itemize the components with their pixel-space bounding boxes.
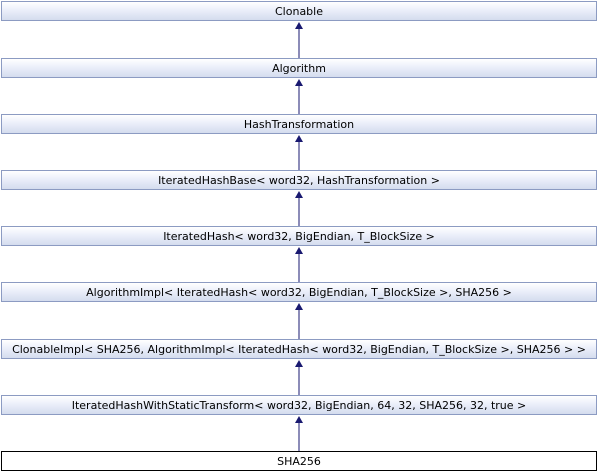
class-node-iterated-hash-with-static-transform[interactable]: IteratedHashWithStaticTransform< word32,… (1, 395, 597, 415)
class-node-label: HashTransformation (243, 117, 355, 131)
class-node-label: IteratedHashWithStaticTransform< word32,… (71, 398, 527, 412)
class-node-algorithm-impl[interactable]: AlgorithmImpl< IteratedHash< word32, Big… (1, 282, 597, 302)
class-node-label: Clonable (275, 4, 323, 18)
class-node-hash-transformation[interactable]: HashTransformation (1, 114, 597, 134)
class-node-label: ClonableImpl< SHA256, AlgorithmImpl< Ite… (12, 342, 586, 356)
class-node-iterated-hash[interactable]: IteratedHash< word32, BigEndian, T_Block… (1, 226, 597, 246)
class-node-label: IteratedHashBase< word32, HashTransforma… (158, 173, 440, 187)
class-node-iterated-hash-base[interactable]: IteratedHashBase< word32, HashTransforma… (1, 170, 597, 190)
class-node-clonable-impl[interactable]: ClonableImpl< SHA256, AlgorithmImpl< Ite… (1, 339, 597, 359)
class-node-sha256-current: SHA256 (1, 451, 597, 471)
class-node-label: AlgorithmImpl< IteratedHash< word32, Big… (86, 285, 512, 299)
class-node-clonable[interactable]: Clonable (1, 1, 597, 21)
class-node-label: IteratedHash< word32, BigEndian, T_Block… (163, 229, 435, 243)
class-node-label: Algorithm (272, 61, 326, 75)
class-node-label: SHA256 (277, 454, 321, 468)
class-node-algorithm[interactable]: Algorithm (1, 58, 597, 78)
